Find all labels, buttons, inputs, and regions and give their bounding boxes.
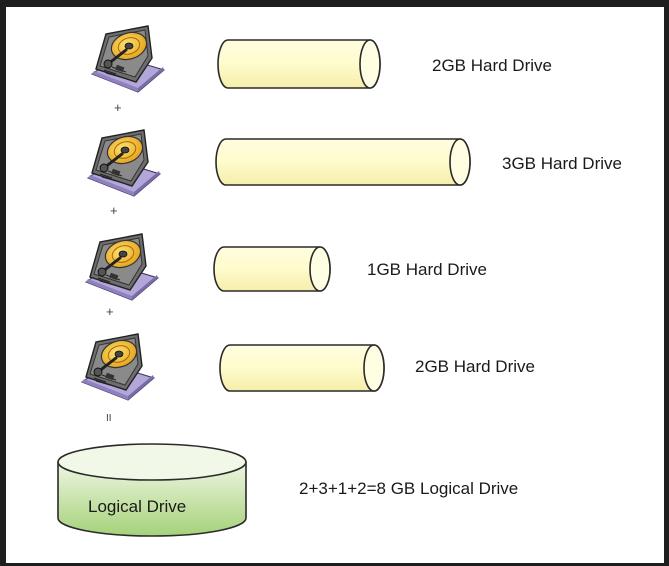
drive-4-cylinder xyxy=(219,344,385,392)
logical-drive-label: Logical Drive xyxy=(88,497,187,516)
drive-2-label: 3GB Hard Drive xyxy=(502,154,622,173)
drive-1-label: 2GB Hard Drive xyxy=(432,56,552,75)
plus-symbol: + xyxy=(106,304,114,319)
drive-2-cylinder xyxy=(215,138,471,186)
plus-symbol: + xyxy=(110,203,118,218)
logical-drive-cylinder xyxy=(57,443,247,537)
drive-4-label: 2GB Hard Drive xyxy=(415,357,535,376)
drive-3-cylinder xyxy=(213,246,331,292)
equals-symbol: II xyxy=(106,413,112,424)
logical-drive-summary: 2+3+1+2=8 GB Logical Drive xyxy=(299,479,519,498)
hard-drive-icon xyxy=(76,330,156,402)
hard-drive-icon xyxy=(80,230,160,302)
drive-1-cylinder xyxy=(217,39,381,89)
hard-drive-icon xyxy=(82,126,162,198)
plus-symbol: + xyxy=(114,100,122,115)
drive-3-label: 1GB Hard Drive xyxy=(367,260,487,279)
hard-drive-icon xyxy=(86,22,166,94)
